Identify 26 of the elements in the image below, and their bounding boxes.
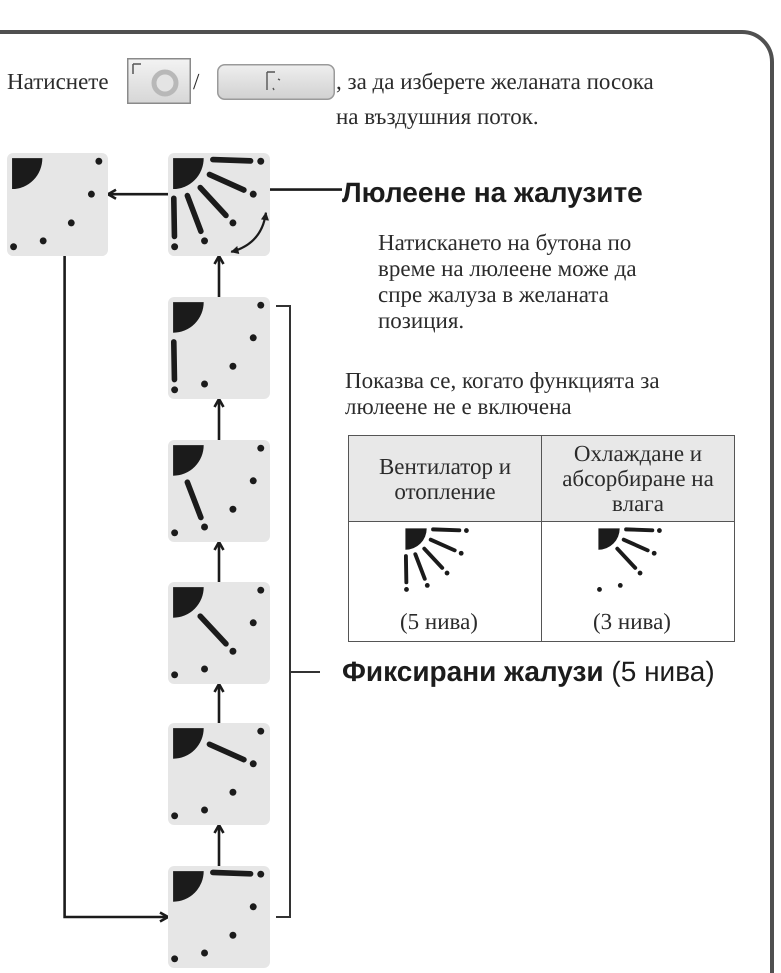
level-text: (3 нива) <box>593 609 671 634</box>
louver-swing-icon <box>168 153 270 256</box>
arrow <box>213 540 225 582</box>
section-heading: Люлеене на жалузите <box>342 176 643 210</box>
level-text: (5 нива) <box>400 609 478 634</box>
note-text: Натискането на бутона по време на люлеене може да спре жалуза в желаната позиция. <box>378 230 638 334</box>
instruction-text: Натиснете <box>7 68 109 96</box>
note-text: Показва се, когато функцията за люлеене не е включена <box>345 368 661 420</box>
louver-icon <box>168 297 270 399</box>
louver-icon <box>168 440 270 542</box>
louver-icon <box>168 723 270 825</box>
slash-separator: / <box>193 68 200 96</box>
arrow <box>213 398 225 440</box>
instruction-text: , за да изберете желаната посока на въздушния поток. <box>336 68 655 131</box>
arrow <box>213 824 225 866</box>
section-heading: Фиксирани жалузи (5 нива) <box>342 655 715 689</box>
leader-line <box>270 188 342 191</box>
arrow <box>213 682 225 723</box>
table-header-cell: Охлаждане и абсорбиране на влага <box>542 436 734 522</box>
arrow <box>213 254 225 297</box>
arrow <box>63 256 170 923</box>
louver-icon <box>168 866 270 968</box>
louver-icon <box>7 153 108 256</box>
louver-icon <box>168 582 270 684</box>
table-header-cell: Вентилатор и отопление <box>348 436 542 522</box>
arrow <box>106 188 168 200</box>
